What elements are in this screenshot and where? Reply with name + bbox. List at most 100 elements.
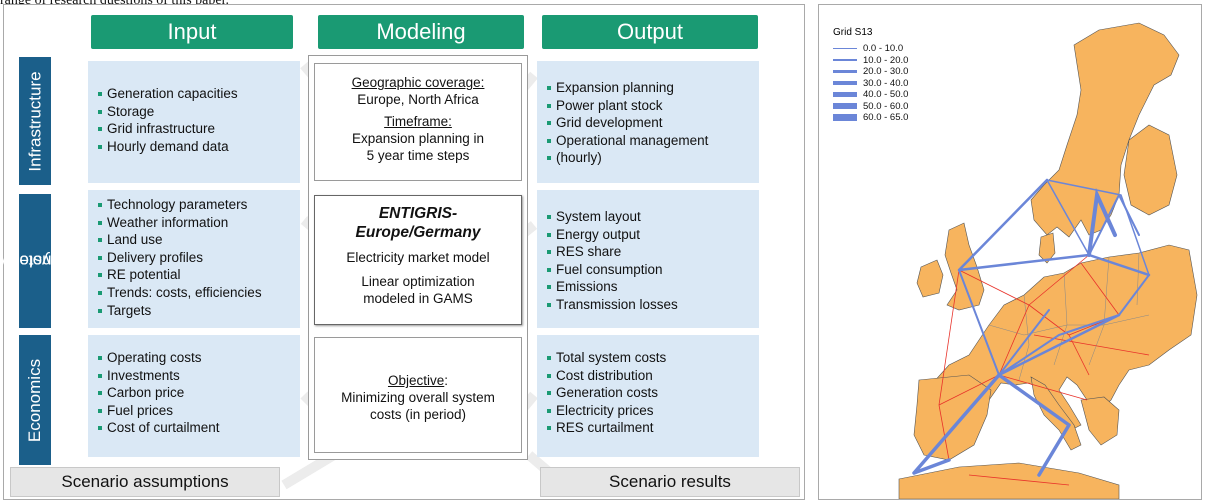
denmark-shape [1038,232,1056,264]
legend-row: 60.0 - 65.0 [833,112,908,124]
row-label-system-technology: System &Technology [0,194,88,328]
list-item: Investments [98,367,290,385]
optimization-line1: Linear optimization [361,274,475,289]
legend-label: 10.0 - 20.0 [863,54,909,66]
list-item: Technology parameters [98,196,290,214]
list-item: Land use [98,231,290,249]
input-list-infrastructure: Generation capacities Storage Grid infra… [98,85,290,155]
list-item: Fuel consumption [547,261,749,279]
legend-row: 50.0 - 60.0 [833,101,908,113]
legend-label: 40.0 - 50.0 [863,89,909,101]
europe-grid-map-panel: Grid S13 0.0 - 10.0 10.0 - 20.0 20.0 - 3… [818,4,1202,500]
row-label-line2: Technology [1,251,88,271]
iberia-shape [913,374,992,461]
list-item: Operational management [547,132,749,150]
output-list-economics: Total system costs Cost distribution Gen… [547,349,749,437]
input-box-economics: Operating costs Investments Carbon price… [88,335,300,457]
modeling-box-objective: Objective: Minimizing overall system cos… [314,337,522,453]
list-item-continuation: (hourly) [547,149,749,167]
list-item: Carbon price [98,384,290,402]
list-item: Generation capacities [98,85,290,103]
legend-row: 40.0 - 50.0 [833,89,908,101]
list-item: Grid development [547,114,749,132]
scenario-assumptions-box: Scenario assumptions [10,467,280,497]
north-africa-shape [898,462,1120,499]
europe-map: Grid S13 [833,22,1198,499]
list-item: Generation costs [547,384,749,402]
list-item: Emissions [547,278,749,296]
list-item: RES share [547,243,749,261]
continuation-text: (hourly) [556,150,602,166]
legend-label: 30.0 - 40.0 [863,77,909,89]
input-list-economics: Operating costs Investments Carbon price… [98,349,290,437]
model-name-line1: ENTIGRIS- [378,205,458,222]
header-modeling: Modeling [318,15,524,49]
grid-capacity-lines [912,178,1151,477]
list-item: RE potential [98,266,290,284]
modeling-box-scope: Geographic coverage: Europe, North Afric… [314,63,522,181]
output-box-infrastructure: Expansion planning Power plant stock Gri… [537,61,759,183]
country-borders [988,252,1150,381]
list-item: Cost of curtailment [98,419,290,437]
list-item: Operating costs [98,349,290,367]
legend-row: 0.0 - 10.0 [833,43,908,55]
legend-swatch [833,103,857,110]
input-box-system-technology: Technology parameters Weather informatio… [88,190,300,328]
list-item: Storage [98,103,290,121]
row-label-infrastructure-text: Infrastructure [25,70,45,172]
timeframe-line2: 5 year time steps [366,148,470,163]
grid-legend: 0.0 - 10.0 10.0 - 20.0 20.0 - 30.0 30.0 … [833,43,908,124]
great-britain-shape [944,222,985,311]
list-item: Targets [98,302,290,320]
finland-shape [1123,124,1178,216]
row-label-infrastructure: Infrastructure [19,57,51,185]
objective-line1: Minimizing overall system [341,390,495,405]
modeling-box-model: ENTIGRIS- Europe/Germany Electricity mar… [314,195,522,325]
legend-swatch [833,92,857,98]
list-item: Expansion planning [547,79,749,97]
timeframe-line1: Expansion planning in [351,131,485,146]
scenario-results-box: Scenario results [540,467,800,497]
header-input: Input [91,15,293,49]
row-label-economics-text: Economics [25,358,45,442]
legend-swatch [833,48,857,50]
list-item: Weather information [98,214,290,232]
list-item: RES curtailment [547,419,749,437]
row-label-system-technology-text: System &Technology [0,218,88,304]
list-item: System layout [547,208,749,226]
legend-swatch [833,59,857,62]
timeframe-title: Timeframe: [384,114,452,129]
model-name-line2: Europe/Germany [355,224,481,241]
list-item: Fuel prices [98,402,290,420]
optimization-line2: modeled in GAMS [363,291,473,306]
row-label-economics: Economics [19,335,51,465]
legend-label: 0.0 - 10.0 [863,43,904,55]
list-item: Cost distribution [547,367,749,385]
legend-swatch [833,70,857,74]
list-item: Delivery profiles [98,249,290,267]
legend-row: 10.0 - 20.0 [833,55,908,67]
input-box-infrastructure: Generation capacities Storage Grid infra… [88,61,300,183]
ireland-shape [916,259,944,298]
objective-title-text: Objective [387,373,445,388]
output-list-infrastructure: Expansion planning Power plant stock Gri… [547,79,749,167]
output-box-system-technology: System layout Energy output RES share Fu… [537,190,759,328]
geo-coverage-value: Europe, North Africa [357,92,479,107]
legend-row: 20.0 - 30.0 [833,66,908,78]
list-item: Electricity prices [547,402,749,420]
list-item: Transmission losses [547,296,749,314]
input-list-system-technology: Technology parameters Weather informatio… [98,196,290,319]
list-item: Energy output [547,226,749,244]
legend-label: 20.0 - 30.0 [863,66,909,78]
model-description: Electricity market model [346,250,490,265]
list-item: Trends: costs, efficiencies [98,284,290,302]
list-item: Total system costs [547,349,749,367]
list-item: Grid infrastructure [98,120,290,138]
model-overview-panel: Input Modeling Output Infrastructure Sys… [0,4,805,500]
legend-swatch [833,114,857,122]
list-item: Power plant stock [547,97,749,115]
legend-title: Grid S13 [833,27,873,38]
geo-coverage-title: Geographic coverage: [351,75,485,90]
legend-label: 50.0 - 60.0 [863,100,909,112]
objective-colon: : [444,373,449,388]
